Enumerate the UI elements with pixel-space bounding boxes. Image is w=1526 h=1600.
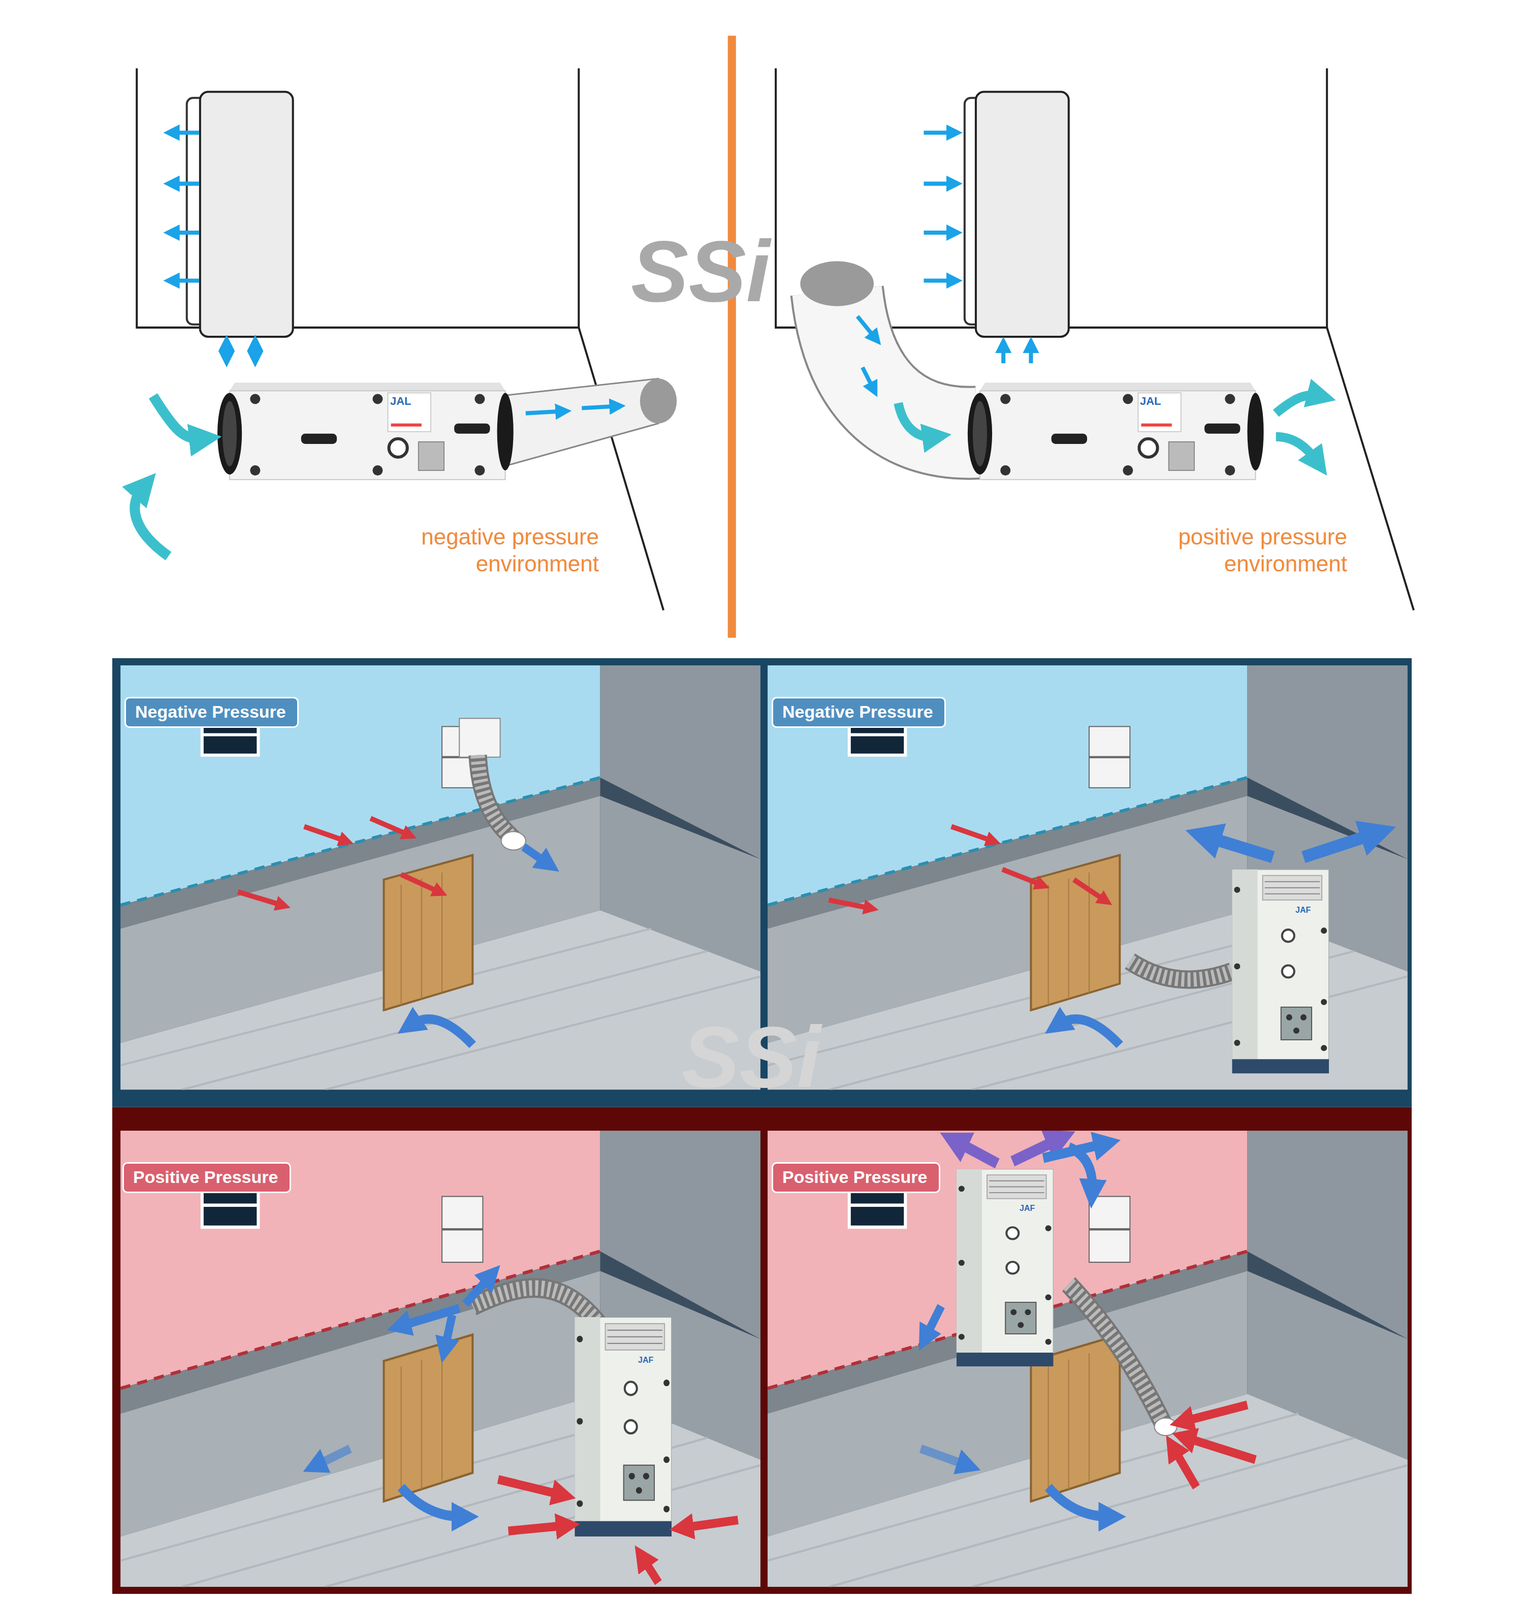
- brand-mark: JAF: [1019, 1203, 1035, 1214]
- watermark: SSi: [681, 1005, 821, 1109]
- room-scenes: [112, 658, 1412, 1595]
- badge-text: Negative Pressure: [782, 701, 936, 723]
- badge-text: Positive Pressure: [133, 1166, 281, 1188]
- negative-pressure-sketch: [134, 68, 677, 611]
- badge-text: Positive Pressure: [782, 1166, 930, 1188]
- brand-mark: JAL: [390, 394, 412, 408]
- pressure-badge: Positive Pressure: [122, 1162, 292, 1194]
- brand-mark: JAF: [1295, 905, 1311, 915]
- pressure-badge: Negative Pressure: [124, 696, 299, 728]
- pressure-caption: negative pressure environment: [375, 523, 599, 578]
- brand-mark: JAL: [1139, 394, 1162, 408]
- brand-mark: JAF: [638, 1355, 654, 1365]
- badge-text: Negative Pressure: [135, 701, 289, 723]
- watermark: SSi: [630, 219, 771, 324]
- pressure-badge: Positive Pressure: [771, 1162, 941, 1194]
- positive-pressure-sketch: [775, 68, 1414, 611]
- divider: [727, 35, 737, 638]
- pressure-badge: Negative Pressure: [771, 696, 946, 728]
- pressure-caption: positive pressure environment: [1123, 523, 1348, 578]
